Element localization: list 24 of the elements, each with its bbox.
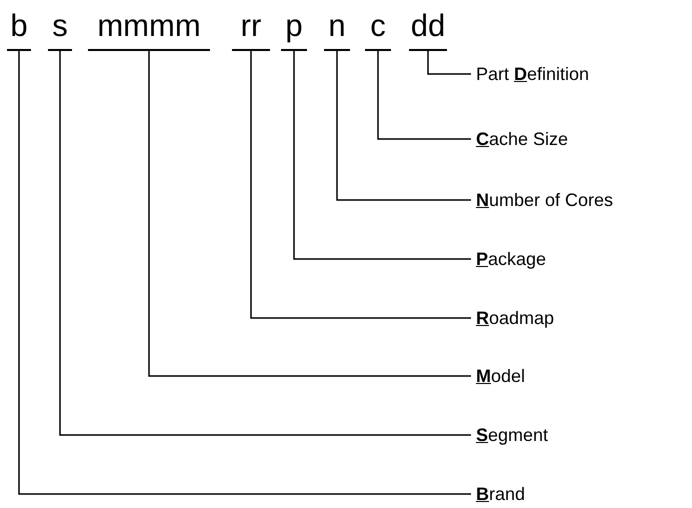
code-segment: c xyxy=(365,6,391,51)
leader-line xyxy=(148,51,471,377)
code-segment: b xyxy=(7,6,31,51)
code-segment: s xyxy=(48,6,72,51)
leader-line xyxy=(377,51,471,140)
field-label: Brand xyxy=(476,483,526,505)
code-segment: rr xyxy=(232,6,270,51)
field-label: Model xyxy=(476,365,526,387)
code-segment: dd xyxy=(409,6,447,51)
field-label: Roadmap xyxy=(476,307,554,329)
leader-line xyxy=(427,51,471,75)
field-label: Number of Cores xyxy=(476,189,614,211)
field-label: Package xyxy=(476,248,546,270)
code-segment: mmmm xyxy=(88,6,210,51)
code-segment: n xyxy=(324,6,350,51)
leader-line xyxy=(336,51,471,201)
leader-line xyxy=(293,51,471,260)
leader-line xyxy=(250,51,471,319)
code-segment: p xyxy=(281,6,307,51)
leader-line xyxy=(59,51,471,436)
field-label: Cache Size xyxy=(476,128,568,150)
leader-line xyxy=(18,51,471,495)
field-label: Segment xyxy=(476,424,548,446)
field-label: Part Definition xyxy=(476,63,590,85)
